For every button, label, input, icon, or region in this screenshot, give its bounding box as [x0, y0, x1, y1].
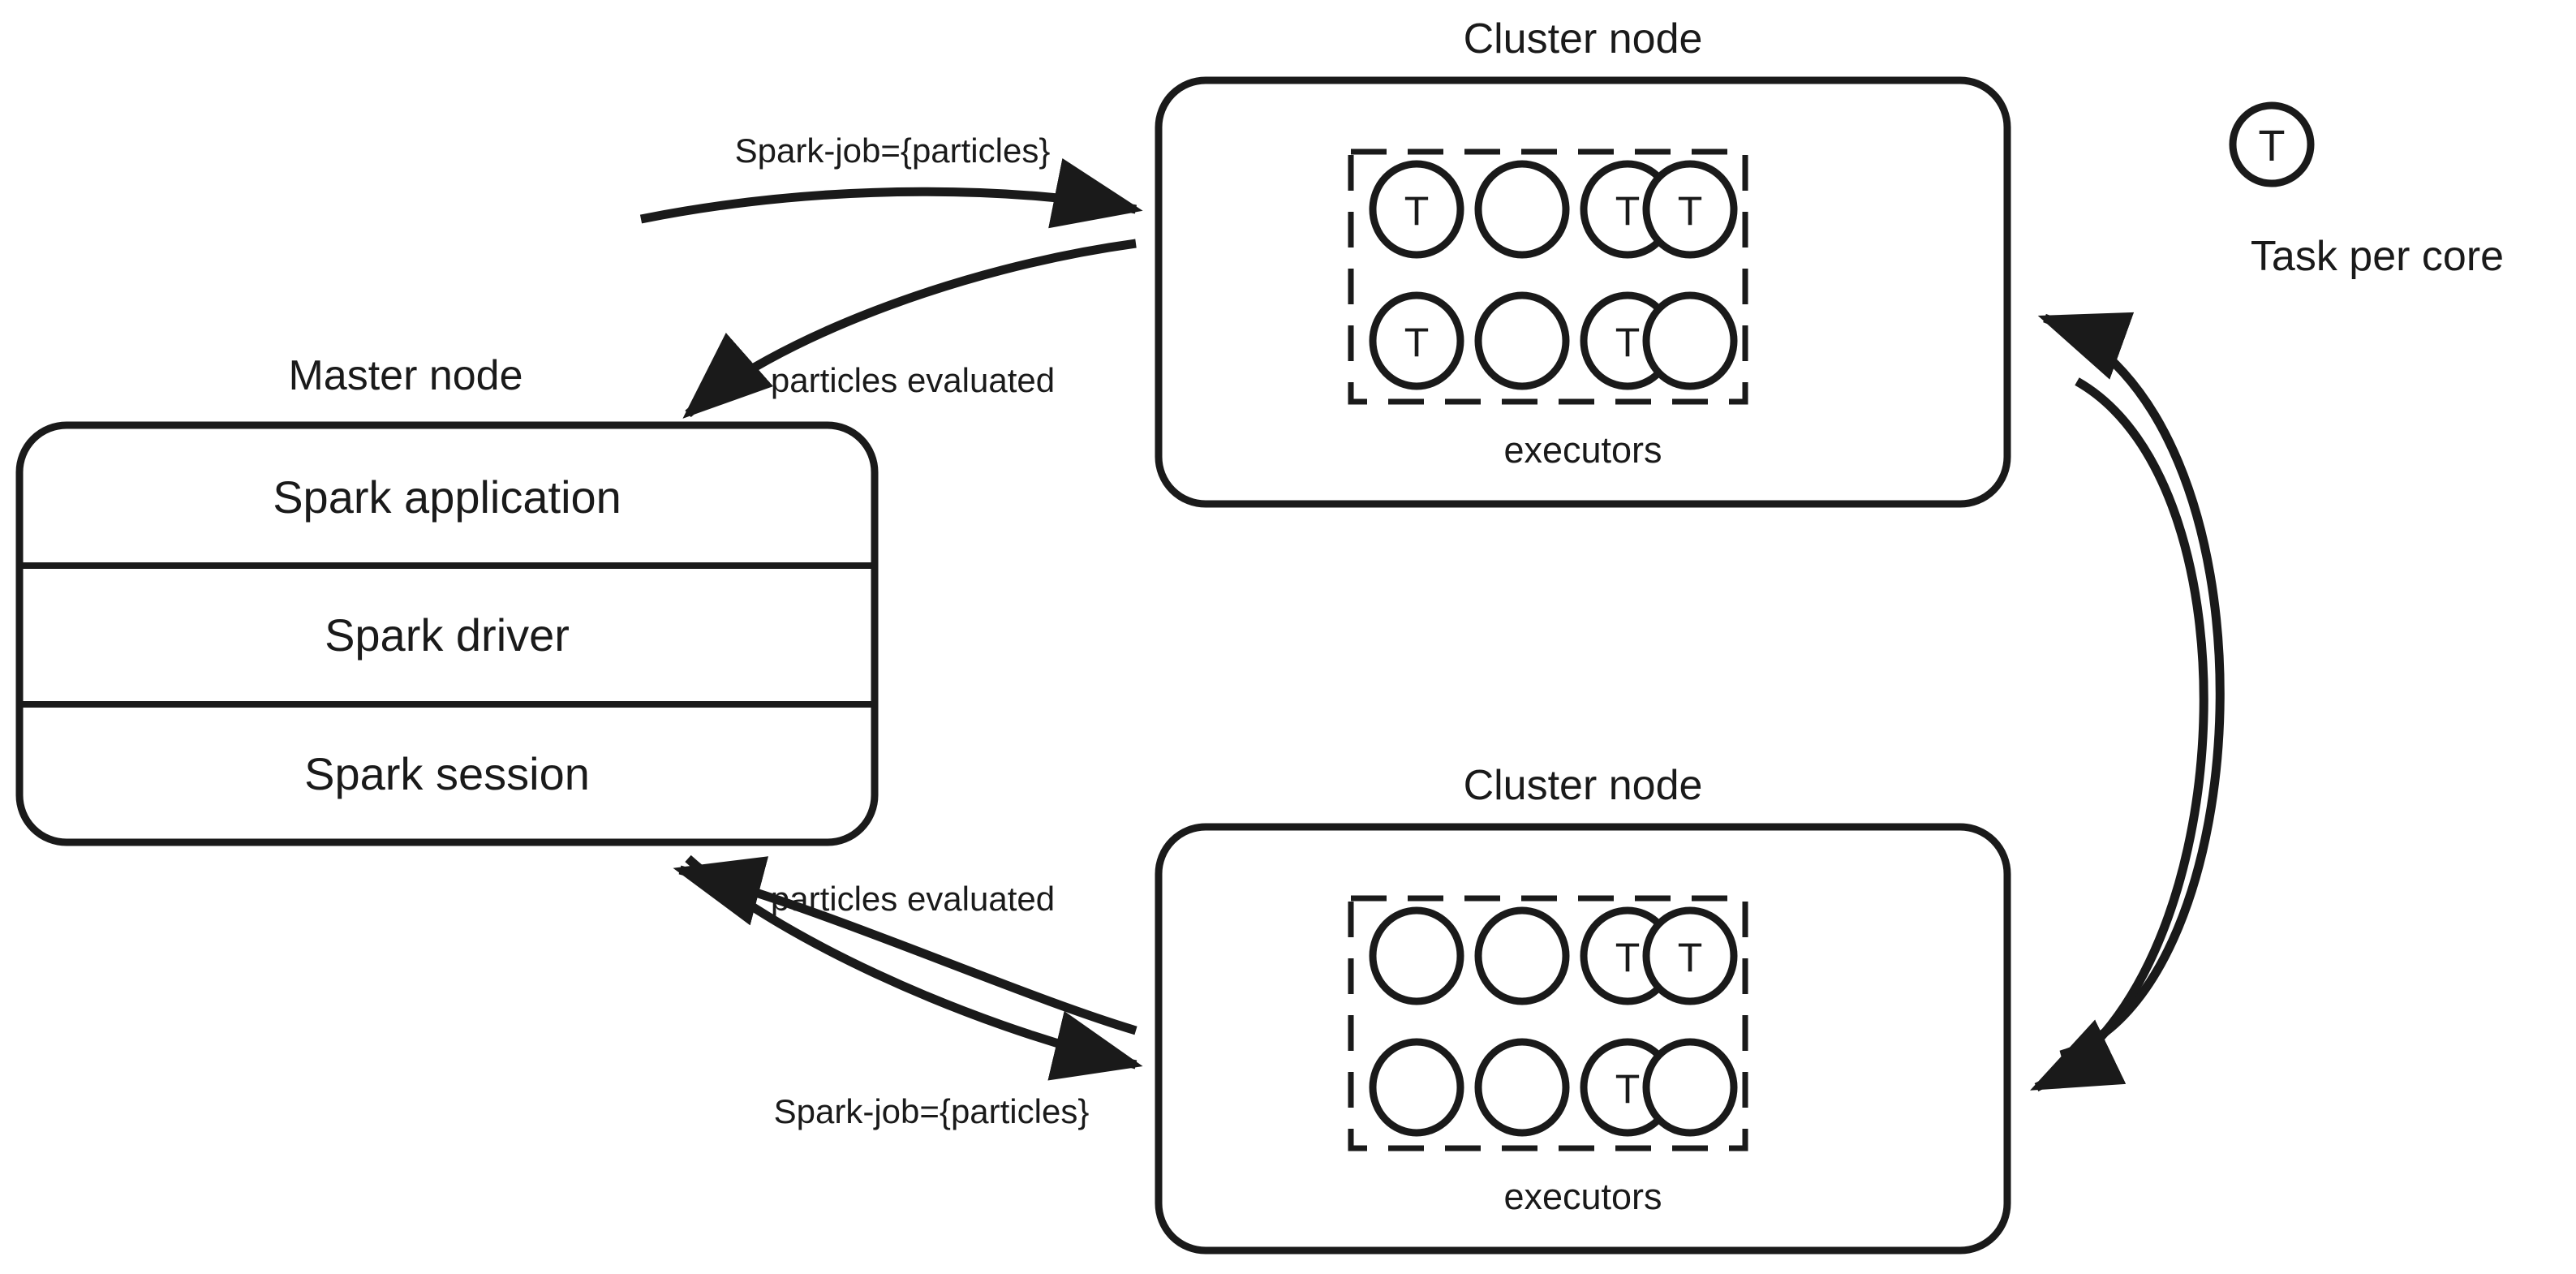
executors-label-bottom: executors	[1503, 1176, 1662, 1217]
master-node-row-spark-driver: Spark driver	[325, 609, 570, 661]
core-circle	[1369, 1038, 1464, 1137]
core-circle	[1369, 906, 1464, 1005]
master-node-box	[15, 421, 879, 846]
arrow-top-cluster-to-master	[682, 239, 1137, 419]
master-node-title: Master node	[288, 352, 523, 399]
core-circle	[1642, 160, 1738, 259]
executors-dashed-box-bottom	[1348, 895, 1748, 1151]
core-circle	[1642, 906, 1738, 1005]
edge-label-bottom-spark-job: Spark-job={particles}	[773, 1092, 1090, 1130]
core-circle	[1474, 1038, 1570, 1137]
core-circle	[1474, 906, 1570, 1005]
arrow-master-to-top-cluster	[639, 158, 1143, 229]
legend-task-per-core-label: Task per core	[2250, 233, 2505, 280]
core-circle	[1474, 291, 1570, 390]
legend-task-letter: T	[2258, 122, 2286, 170]
arrow-bottom-cluster-to-master	[673, 856, 1137, 1035]
task-letter: T	[1615, 1066, 1641, 1112]
edge-label-bottom-particles-evaluated: particles evaluated	[770, 880, 1056, 918]
arrow-top-to-bottom-cluster	[2030, 377, 2208, 1091]
core-circle	[1474, 160, 1570, 259]
edge-label-top-spark-job: Spark-job={particles}	[734, 131, 1051, 170]
core-circle	[1642, 291, 1738, 390]
executors-label-top: executors	[1503, 429, 1662, 471]
task-letter: T	[1615, 320, 1641, 365]
cluster-node-top-title: Cluster node	[1463, 15, 1703, 62]
task-letter: T	[1677, 935, 1703, 980]
core-circle	[1369, 160, 1464, 259]
cores-grid-bottom	[1369, 906, 1738, 1137]
cluster-node-bottom-title: Cluster node	[1463, 762, 1703, 809]
executors-dashed-box-top	[1348, 148, 1748, 405]
task-letter: T	[1404, 188, 1430, 234]
cluster-node-top-box	[1155, 76, 2011, 508]
task-letter: T	[1677, 188, 1703, 234]
core-circle	[1369, 291, 1464, 390]
task-letter: T	[1615, 188, 1641, 234]
legend-task-circle	[2229, 101, 2315, 187]
cluster-node-top-outline	[1155, 76, 2011, 508]
cluster-node-bottom-box	[1155, 823, 2011, 1255]
core-circle	[1642, 1038, 1738, 1137]
task-letter: T	[1404, 320, 1430, 365]
arrow-bottom-to-top-cluster	[2037, 312, 2225, 1060]
task-circle-icon	[2229, 101, 2315, 187]
cores-grid-top	[1369, 160, 1738, 390]
master-node-row-spark-application: Spark application	[273, 471, 621, 523]
cluster-node-bottom-outline	[1155, 823, 2011, 1255]
edge-label-top-particles-evaluated: particles evaluated	[770, 361, 1056, 399]
task-letter: T	[1615, 935, 1641, 980]
master-node-outline	[15, 421, 879, 846]
master-node-row-spark-session: Spark session	[304, 748, 590, 799]
